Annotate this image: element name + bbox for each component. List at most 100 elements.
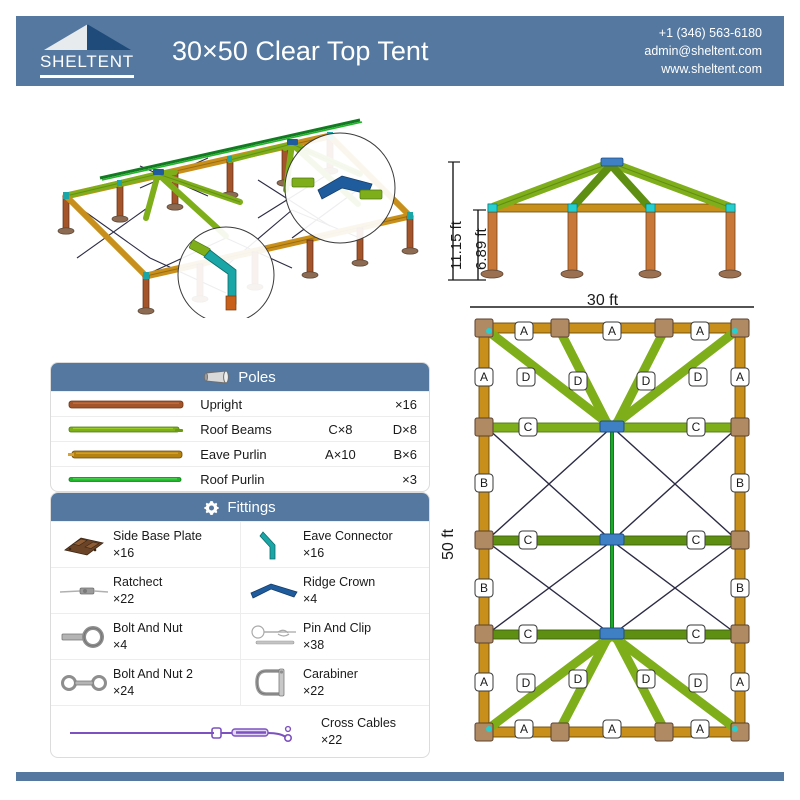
- page-header: SHELTENT 30×50 Clear Top Tent +1 (346) 5…: [16, 16, 784, 86]
- fitting-cell: Bolt And Nut 2 ×24: [51, 659, 240, 705]
- plan-label-side-a-right: A: [736, 370, 744, 384]
- poles-table-title: Poles: [238, 368, 276, 386]
- ridge-crown-detail: [291, 175, 383, 200]
- pole-name: Roof Beams: [200, 421, 272, 437]
- plan-label-side-b-right-1: B: [736, 476, 744, 490]
- fitting-cell: Carabiner ×22: [240, 659, 429, 705]
- roof-purlin-swatch-icon: [51, 474, 200, 485]
- fitting-cell: Eave Connector ×16: [240, 521, 429, 567]
- fitting-text: Ratchect ×22: [113, 574, 162, 607]
- plan-label-rafter-d1: D: [522, 370, 531, 384]
- pole-name: Upright: [200, 396, 243, 412]
- fitting-cell-wide: Cross Cables ×22: [51, 705, 429, 757]
- fitting-qty: ×22: [303, 683, 325, 698]
- plan-label-rafter-d7: D: [642, 672, 651, 686]
- plan-label-rafter-d5: D: [522, 676, 531, 690]
- length-label: 50 ft: [440, 528, 457, 560]
- plan-label-bot-a2: A: [608, 722, 616, 736]
- plan-label-purlin-c1r: C: [692, 420, 701, 434]
- fitting-name: Bolt And Nut 2: [113, 667, 193, 682]
- fitting-qty: ×16: [113, 545, 135, 560]
- width-label: 30 ft: [586, 292, 619, 309]
- pole-row: Eave Purlin A×10 B×6: [51, 441, 429, 466]
- elevation-view: 11.15 ft 6.89 ft 30 ft: [430, 140, 775, 320]
- fitting-text: Side Base Plate ×16: [113, 528, 202, 561]
- fittings-table: Fittings Side Base Plate ×16: [50, 492, 430, 758]
- page-title: 30×50 Clear Top Tent: [172, 35, 429, 66]
- fitting-text: Cross Cables ×22: [321, 715, 396, 748]
- pole-qty-right: ×3: [402, 471, 417, 487]
- plan-label-side-a-left: A: [480, 370, 488, 384]
- fitting-cell: Ratchect ×22: [51, 567, 240, 613]
- fitting-qty: ×24: [113, 683, 135, 698]
- contact-block: +1 (346) 563-6180 admin@sheltent.com www…: [644, 24, 784, 78]
- fitting-qty: ×22: [113, 591, 135, 606]
- fitting-qty: ×22: [321, 732, 343, 747]
- pole-qty-right: ×16: [394, 396, 417, 412]
- isometric-frame-view: [30, 118, 430, 324]
- eave-connector-detail: [189, 239, 237, 311]
- plan-label-purlin-c2l: C: [524, 533, 533, 547]
- plan-label-rafter-d6: D: [574, 672, 583, 686]
- fitting-text: Bolt And Nut 2 ×24: [113, 666, 193, 699]
- fitting-qty: ×38: [303, 637, 325, 652]
- plan-label-purlin-c3l: C: [524, 627, 533, 641]
- fitting-text: Carabiner ×22: [303, 666, 358, 699]
- pole-icon: [204, 370, 230, 384]
- plan-label-side-b-left-2: B: [480, 581, 488, 595]
- pole-name: Roof Purlin: [200, 471, 265, 487]
- tent-roof-icon: [44, 24, 131, 50]
- carabiner-icon: [245, 666, 303, 700]
- fitting-cell: Ridge Crown ×4: [240, 567, 429, 613]
- fitting-name: Pin And Clip: [303, 621, 372, 636]
- brand-name: SHELTENT: [40, 52, 134, 71]
- fitting-cell: Bolt And Nut ×4: [51, 613, 240, 659]
- eave-height-label: 6.89 ft: [473, 228, 490, 270]
- double-ring-bolt-icon: [55, 672, 113, 694]
- plan-label-side-a-right-2: A: [736, 675, 744, 689]
- pole-row: Roof Beams C×8 D×8: [51, 416, 429, 441]
- plan-view: A A A D D D D A A C C B B C C: [449, 305, 762, 755]
- eye-bolt-icon: [55, 625, 113, 648]
- eave-purlin-swatch-icon: [51, 449, 200, 460]
- pole-qty-right: B×6: [393, 446, 418, 462]
- contact-phone: +1 (346) 563-6180: [658, 25, 762, 40]
- page-footer-bar: [16, 772, 784, 781]
- pole-row: Roof Purlin ×3: [51, 466, 429, 491]
- plan-label-top-a2: A: [608, 324, 616, 338]
- plan-label-rafter-d4: D: [694, 370, 703, 384]
- plan-label-rafter-d3: D: [642, 374, 651, 388]
- contact-email: admin@sheltent.com: [644, 43, 762, 58]
- fitting-name: Carabiner: [303, 667, 358, 682]
- plan-label-purlin-c3r: C: [692, 627, 701, 641]
- ridge-crown-icon: [245, 581, 303, 601]
- total-height-label: 11.15 ft: [448, 221, 465, 270]
- eave-connector-icon: [245, 529, 303, 561]
- logo-underline: [40, 75, 134, 78]
- fitting-name: Side Base Plate: [113, 529, 202, 544]
- fitting-qty: ×4: [303, 591, 318, 606]
- contact-website: www.sheltent.com: [661, 62, 762, 77]
- pole-name: Eave Purlin: [200, 446, 267, 462]
- plan-label-rafter-d2: D: [574, 374, 583, 388]
- fitting-name: Ratchect: [113, 575, 163, 590]
- fitting-name: Bolt And Nut: [113, 621, 183, 636]
- fitting-text: Bolt And Nut ×4: [113, 620, 183, 653]
- upright-swatch-icon: [51, 399, 200, 410]
- poles-table: Poles Upright ×16 Roof Beams: [50, 362, 430, 492]
- plan-label-bot-a1: A: [520, 722, 528, 736]
- fitting-qty: ×16: [303, 545, 325, 560]
- plan-label-top-a3: A: [696, 324, 704, 338]
- fitting-qty: ×4: [113, 637, 128, 652]
- plan-label-side-b-left-1: B: [480, 476, 488, 490]
- poles-table-header: Poles: [51, 363, 429, 391]
- plan-label-purlin-c1l: C: [524, 420, 533, 434]
- pin-clip-icon: [245, 624, 303, 650]
- fittings-table-title: Fittings: [227, 498, 276, 516]
- fitting-text: Ridge Crown ×4: [303, 574, 375, 607]
- fitting-text: Pin And Clip ×38: [303, 620, 371, 653]
- fitting-cell: Pin And Clip ×38: [240, 613, 429, 659]
- pole-qty-mid: C×8: [328, 421, 353, 437]
- fittings-table-header: Fittings: [51, 493, 429, 521]
